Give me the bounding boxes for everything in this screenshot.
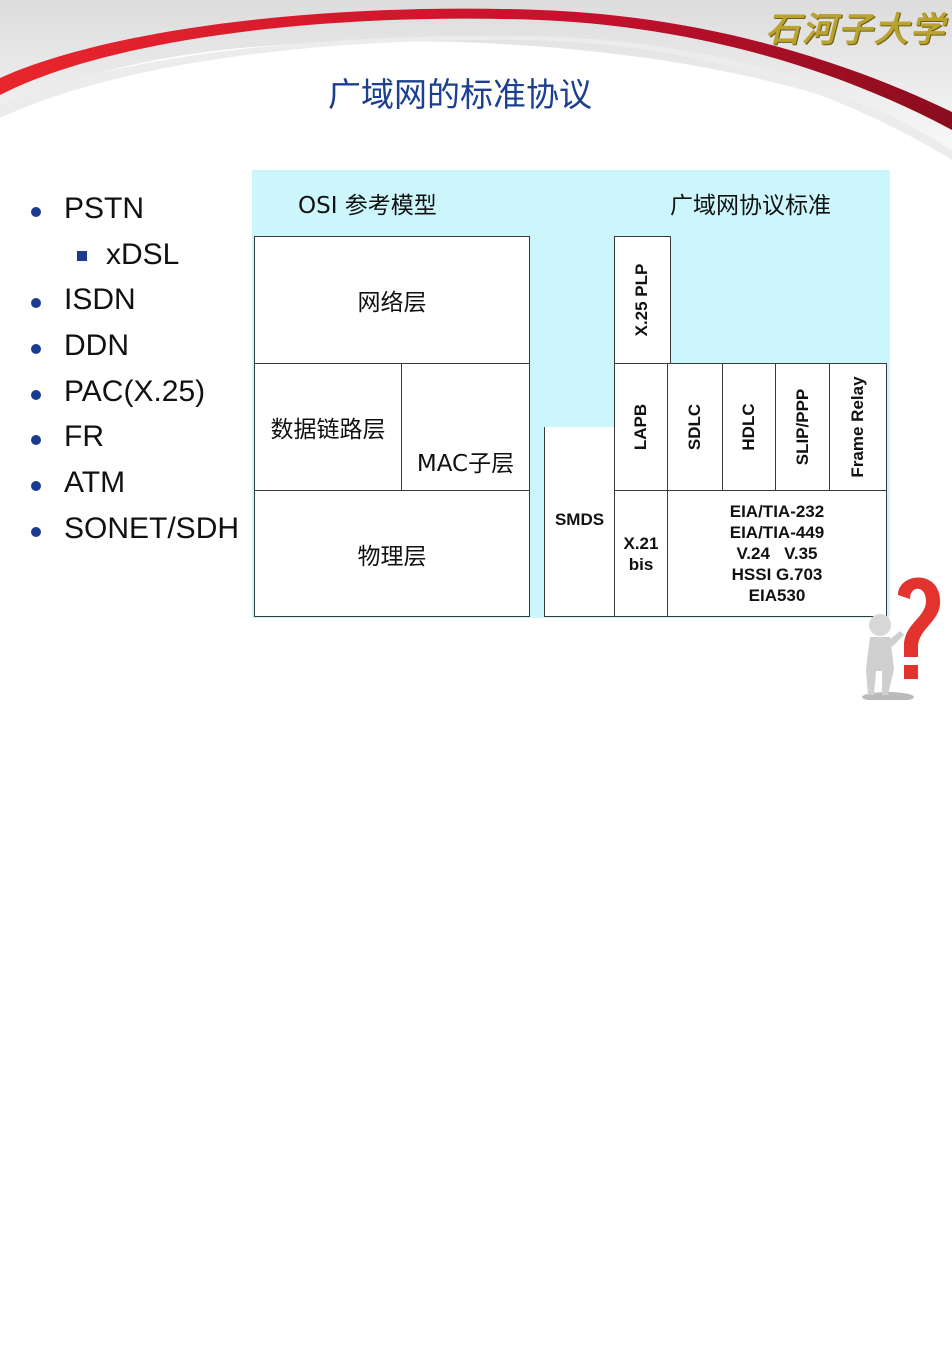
header-swoosh [0,0,952,160]
phys-line-1: EIA/TIA-232 [729,502,825,521]
slip-ppp-label: SLIP/PPP [793,388,812,466]
smds-label: SMDS [554,510,605,529]
mac-sublayer-label: MAC子层 [416,451,515,477]
frame-relay-label: Frame Relay [848,376,867,478]
question-mark-figure-icon [862,577,941,700]
bullet-item-fr: FR [28,418,239,464]
slide: 石河子大学 广域网的标准协议 PSTN xDSL ISDN DDN PAC(X.… [0,0,952,700]
phys-line-4: HSSI G.703 [731,565,823,584]
x21-label: X.21 [623,533,659,553]
sdlc-label: SDLC [685,403,704,451]
phys-line-2: EIA/TIA-449 [729,523,825,542]
bis-label: bis [628,554,654,574]
network-layer-cell: 网络层 [254,236,530,364]
network-layer-label: 网络层 [357,290,427,316]
lapb-label: LAPB [631,403,650,451]
x25-plp-label: X.25 PLP [632,263,651,337]
smds-cell: SMDS [544,427,615,617]
x25-plp-cell [614,236,671,364]
bullet-item-pstn: PSTN [28,190,239,236]
osi-header: OSI 参考模型 [298,193,437,219]
mac-sublayer-cell: MAC子层 [401,363,530,491]
bullet-item-ddn: DDN [28,327,239,373]
hdlc-label: HDLC [739,403,758,451]
physical-layer-label: 物理层 [357,543,427,570]
datalink-layer-cell: 数据链路层 [254,363,402,491]
physical-layer-cell: 物理层 [254,490,530,617]
protocol-diagram: OSI 参考模型 广域网协议标准 网络层 数据链路层 MAC子层 物理层 SMD… [252,170,890,618]
lapb-cell [614,363,668,491]
bullet-item-xdsl: xDSL [28,236,239,282]
frame-relay-cell [829,363,887,491]
bullet-item-atm: ATM [28,464,239,510]
university-logo: 石河子大学 [766,10,946,50]
phys-line-5: EIA530 [748,586,806,605]
bullet-item-pac: PAC(X.25) [28,373,239,419]
physical-interfaces-cell: EIA/TIA-232 EIA/TIA-449 V.24 V.35 HSSI G… [667,490,887,617]
phys-line-3: V.24 V.35 [736,544,818,563]
bullet-item-isdn: ISDN [28,281,239,327]
datalink-layer-label: 数据链路层 [270,417,386,443]
wan-header: 广域网协议标准 [670,193,831,219]
bullet-list: PSTN xDSL ISDN DDN PAC(X.25) FR ATM SONE… [28,190,239,556]
x21-bis-cell: X.21 bis [614,490,668,617]
bullet-item-sonet: SONET/SDH [28,510,239,556]
slide-title: 广域网的标准协议 [328,75,592,114]
